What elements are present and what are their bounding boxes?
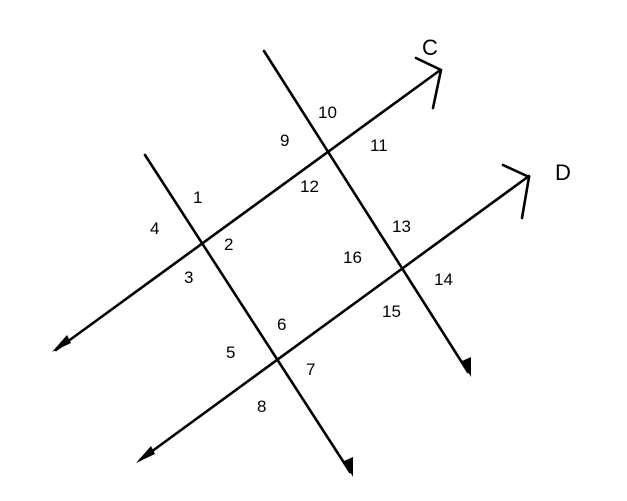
angle-label-8: 8 (257, 397, 266, 416)
line-d-name: D (555, 160, 571, 185)
line-c (54, 69, 441, 352)
line-d-solid-arrow (136, 446, 155, 463)
angle-label-3: 3 (184, 268, 193, 287)
transversal-left-arrow (344, 457, 353, 477)
angle-label-12: 12 (300, 177, 319, 196)
line-c-name: C (422, 35, 438, 60)
angle-label-9: 9 (280, 131, 289, 150)
angle-label-5: 5 (226, 343, 235, 362)
angle-label-6: 6 (277, 315, 286, 334)
angle-label-4: 4 (150, 219, 159, 238)
transversal-left (143, 153, 352, 474)
angle-label-11: 11 (370, 136, 388, 155)
transversal-right-arrow (462, 357, 471, 377)
line-c-solid-arrow (52, 335, 71, 352)
angle-label-7: 7 (306, 360, 315, 379)
line-d-open-arrow (501, 163, 531, 220)
angle-label-2: 2 (224, 235, 233, 254)
transversal-right (262, 49, 470, 374)
angle-label-10: 10 (318, 103, 337, 122)
angle-label-14: 14 (434, 270, 453, 289)
line-c-open-arrow (414, 56, 443, 110)
angle-label-16: 16 (343, 248, 362, 267)
angle-label-15: 15 (382, 302, 401, 321)
angle-label-1: 1 (193, 188, 202, 207)
line-d (138, 174, 531, 462)
angle-label-13: 13 (392, 217, 411, 236)
